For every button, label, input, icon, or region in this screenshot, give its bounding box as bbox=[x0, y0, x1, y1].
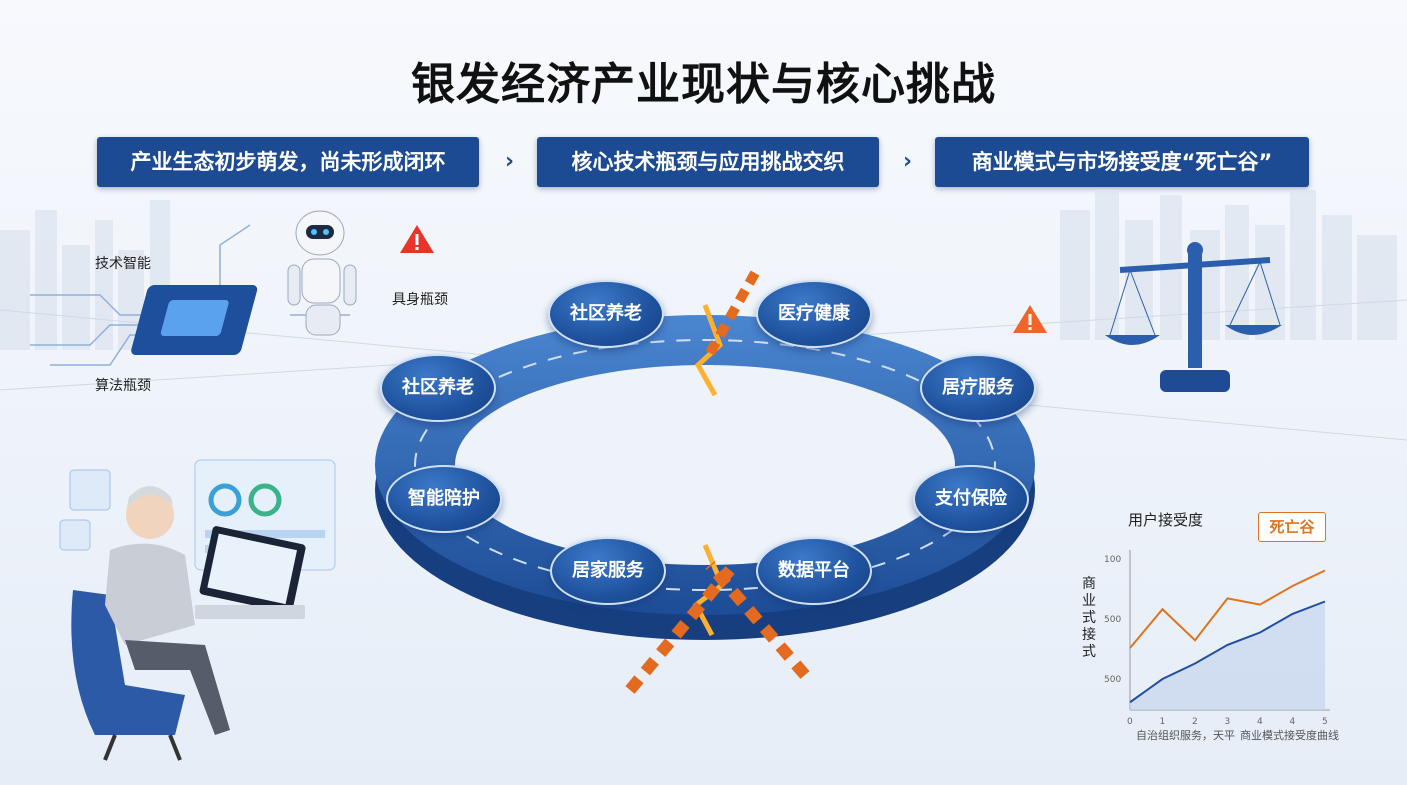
x-tick-label: 4 bbox=[1290, 717, 1296, 727]
node-community-care-2: 社区养老 bbox=[380, 354, 496, 422]
node-home-medical: 居疗服务 bbox=[920, 354, 1036, 422]
series-line-orange bbox=[1129, 569, 1326, 649]
banner-ecosystem: 产业生态初步萌发，尚未形成闭环 bbox=[97, 137, 479, 187]
ring-road bbox=[375, 304, 1035, 640]
x-tick-label: 2 bbox=[1192, 717, 1198, 727]
chart-title: 用户接受度 bbox=[1128, 511, 1204, 529]
acceptance-chart: 100 500 500 0 1 2 3 4 4 5 bbox=[1104, 550, 1330, 727]
elderly-user-illustration bbox=[59, 459, 336, 761]
x-tick-label: 0 bbox=[1127, 717, 1133, 727]
series-line-blue bbox=[1129, 600, 1326, 704]
x-tick-label: 5 bbox=[1322, 717, 1328, 727]
chevron-right-icon: › bbox=[505, 149, 515, 174]
node-payment-insurance: 支付保险 bbox=[913, 465, 1029, 533]
y-tick-label: 100 bbox=[1104, 555, 1121, 565]
valley-of-death-badge: 死亡谷 bbox=[1258, 512, 1326, 542]
x-tick-label: 1 bbox=[1160, 717, 1166, 727]
node-community-care: 社区养老 bbox=[548, 280, 664, 348]
page-title: 银发经济产业现状与核心挑战 bbox=[411, 59, 996, 110]
chart-ylabel: 商业式接式 bbox=[1082, 576, 1096, 660]
warning-icon bbox=[400, 225, 434, 253]
x-tick-label: 3 bbox=[1225, 717, 1231, 727]
node-healthcare: 医疗健康 bbox=[756, 280, 872, 348]
node-home-service: 居家服务 bbox=[550, 537, 666, 605]
series-area bbox=[1130, 601, 1325, 710]
y-tick-label: 500 bbox=[1104, 675, 1121, 685]
label-body: 具身瓶颈 bbox=[392, 292, 448, 308]
x-tick-label: 4 bbox=[1257, 717, 1263, 727]
chip-icon bbox=[131, 285, 258, 355]
y-tick-label: 500 bbox=[1104, 615, 1121, 625]
node-smart-companion: 智能陪护 bbox=[386, 465, 502, 533]
robot-icon bbox=[287, 210, 357, 336]
laptop-icon bbox=[195, 526, 306, 619]
banner-business: 商业模式与市场接受度“死亡谷” bbox=[935, 137, 1309, 187]
chair-icon bbox=[71, 590, 185, 761]
person-icon bbox=[105, 486, 230, 735]
chevron-right-icon: › bbox=[903, 149, 913, 174]
banner-tech: 核心技术瓶颈与应用挑战交织 bbox=[537, 137, 879, 187]
barrier-icon bbox=[625, 561, 810, 694]
chip-robot-illustration bbox=[30, 210, 357, 366]
chart-footer-right: 商业模式接受度曲线 bbox=[1240, 729, 1339, 742]
label-algo: 算法瓶颈 bbox=[95, 378, 151, 394]
node-data-platform: 数据平台 bbox=[756, 537, 872, 605]
label-tech: 技术智能 bbox=[95, 256, 151, 272]
warning-icon bbox=[1013, 305, 1047, 333]
barrier-icon bbox=[705, 270, 760, 356]
balance-scale-icon bbox=[1105, 242, 1282, 392]
chart-footer-left: 自治组织服务，天平 bbox=[1136, 729, 1235, 742]
